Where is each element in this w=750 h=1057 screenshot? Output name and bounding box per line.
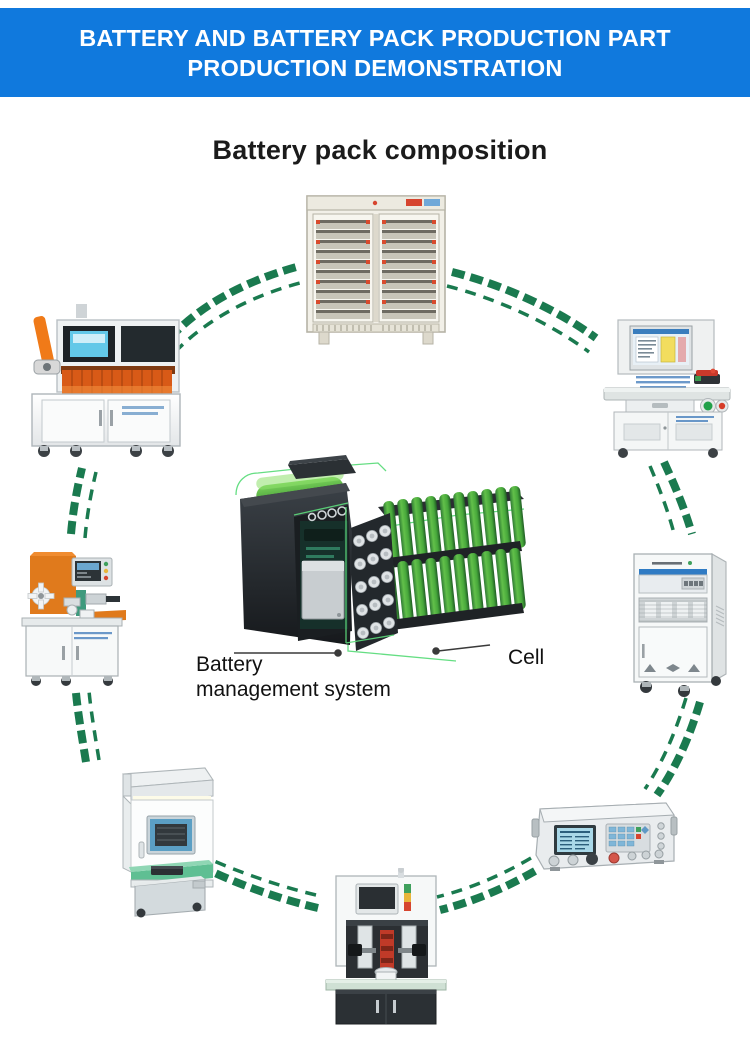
- machine-pack-test-workstation[interactable]: [596, 318, 736, 458]
- machine-battery-sorting-machine[interactable]: [18, 298, 186, 460]
- page-banner: BATTERY AND BATTERY PACK PRODUCTION PART…: [0, 8, 750, 97]
- battery-pack-cutaway[interactable]: [228, 455, 528, 665]
- section-heading-text: Battery pack composition: [212, 135, 548, 165]
- machine-inspection-station[interactable]: [105, 760, 217, 918]
- machine-spot-welding-machine[interactable]: [318, 868, 454, 1026]
- label-bms-line1: Battery: [196, 653, 263, 676]
- machine-benchtop-battery-tester[interactable]: [528, 795, 678, 877]
- machine-battery-grading-cabinet[interactable]: [303, 190, 449, 352]
- machine-paper-pasting-machine[interactable]: [14, 538, 130, 688]
- page-title: BATTERY AND BATTERY PACK PRODUCTION PART…: [79, 24, 671, 81]
- machine-charge-discharge-cabinet[interactable]: [628, 548, 732, 698]
- section-heading: Battery pack composition: [0, 135, 750, 166]
- label-battery-management-system: Battery management system: [196, 652, 436, 702]
- label-cell: Cell: [508, 646, 545, 669]
- label-bms-line2: management system: [196, 678, 391, 701]
